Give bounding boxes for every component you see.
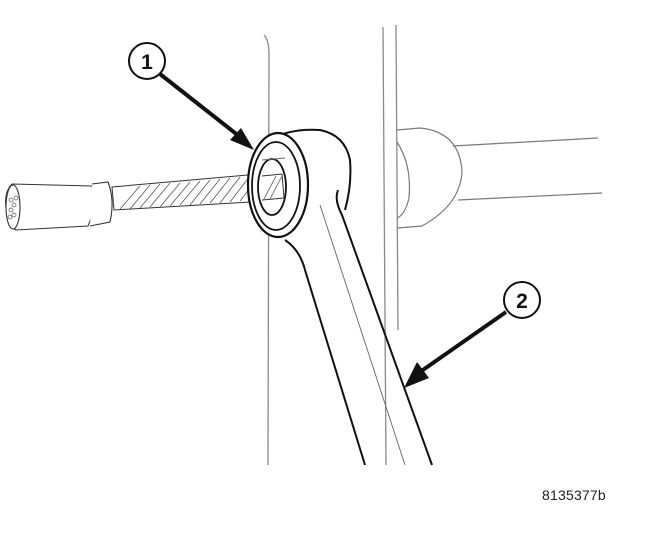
callout-1-leader [158,72,246,142]
callout-2-label: 2 [516,290,528,313]
callout-2-arrowhead-icon [404,362,429,388]
callout-1-label: 1 [141,51,153,74]
callout-1-arrowhead-icon [230,128,254,150]
callout-1-circle [128,42,166,80]
callout-1: 1 [128,42,254,150]
bushing [246,131,310,239]
callout-2-leader [418,310,508,374]
background-panel [263,24,399,466]
cylindrical-boss [396,127,603,229]
callout-2-circle [503,281,541,319]
cable-tool [5,171,285,231]
arm [269,128,433,466]
callout-2: 2 [404,281,541,388]
figure-id: 8135377b [542,487,606,503]
